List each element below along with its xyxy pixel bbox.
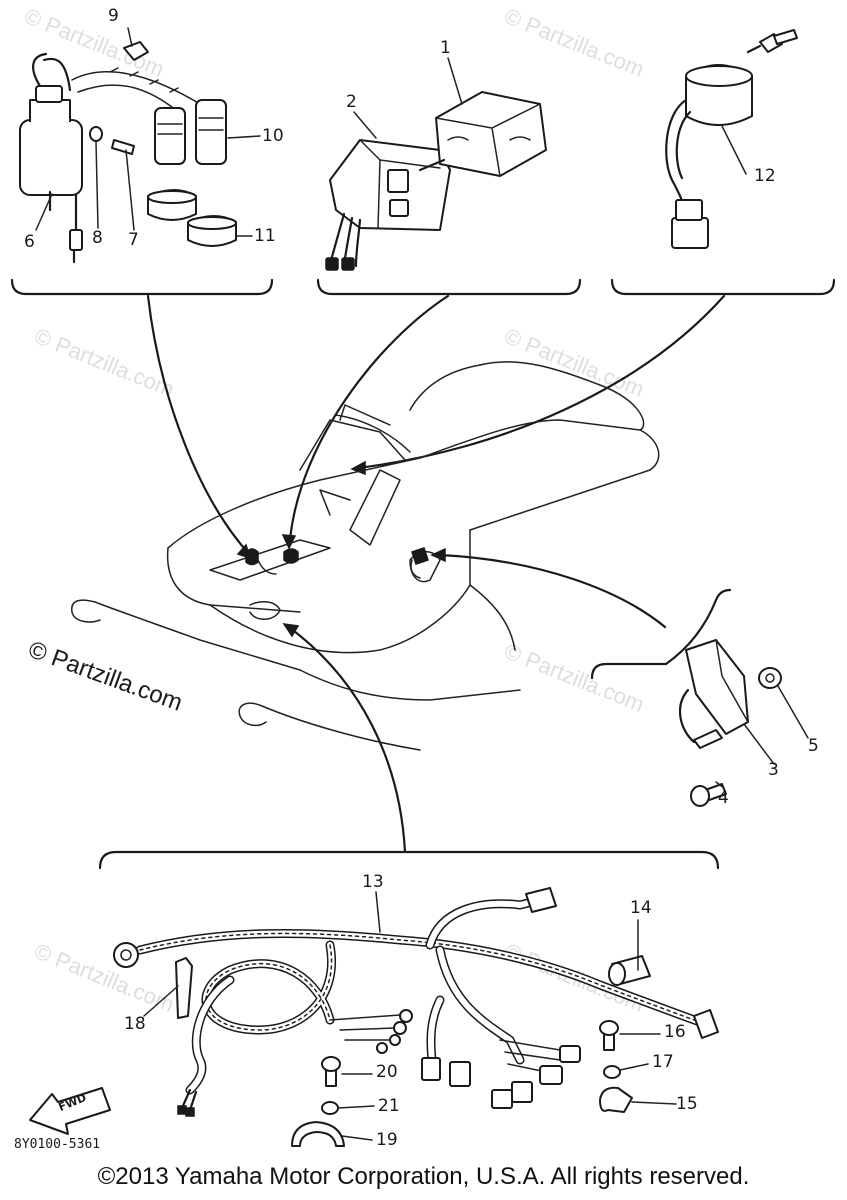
bolt-7	[111, 139, 135, 155]
bracket-cdi-unit	[316, 278, 582, 296]
cdi-unit-group	[325, 91, 547, 271]
harness-connector-right	[693, 1009, 719, 1039]
harness-connector-left	[113, 942, 139, 968]
part-number-8: 8	[92, 228, 103, 248]
bracket-wire-harness	[98, 850, 720, 870]
part-number-2: 2	[346, 92, 357, 112]
part-number-12: 12	[754, 166, 776, 186]
snowmobile-mounted-parts	[245, 547, 429, 579]
ignition-coil-group	[19, 41, 237, 264]
nut-21	[321, 1101, 339, 1115]
plug-cap-left	[154, 107, 186, 165]
leader-line-cdi	[288, 294, 450, 542]
part-number-5: 5	[808, 736, 819, 756]
leader-line-coil	[146, 294, 252, 557]
leader-line-harness	[288, 626, 407, 854]
part-number-14: 14	[630, 898, 652, 918]
main-switch-group	[665, 29, 798, 249]
part-number-10: 10	[262, 126, 284, 146]
clip-18	[175, 957, 193, 1019]
part-number-6: 6	[24, 232, 35, 252]
snowmobile-outline	[71, 361, 660, 751]
part-number-4: 4	[718, 788, 729, 808]
part-number-7: 7	[128, 230, 139, 250]
switch-connector	[671, 217, 709, 249]
plug-cap-10	[195, 99, 227, 165]
part-number-19: 19	[376, 1130, 398, 1150]
part-number-1: 1	[440, 38, 451, 58]
bracket-main-switch	[610, 278, 836, 296]
part-number-21: 21	[378, 1096, 400, 1116]
bracket-ignition-coil	[10, 278, 274, 296]
part-number-13: 13	[362, 872, 384, 892]
nut-8	[89, 126, 103, 142]
drawing-code: 8Y0100-5361	[14, 1137, 101, 1152]
part-number-3: 3	[768, 760, 779, 780]
wire-harness-group	[29, 887, 719, 1147]
plug-cap-9	[123, 41, 149, 61]
clamp-19	[291, 1121, 345, 1147]
copyright-notice: ©2013 Yamaha Motor Corporation, U.S.A. A…	[97, 1163, 750, 1190]
clamp-15	[599, 1086, 633, 1113]
nut-17	[603, 1065, 621, 1079]
rectifier-3	[685, 639, 749, 735]
part-number-11: 11	[254, 226, 276, 246]
callout-leaders	[35, 27, 809, 1141]
nut-5	[758, 667, 782, 689]
part-number-15: 15	[676, 1094, 698, 1114]
part-number-9: 9	[108, 6, 119, 26]
rectifier-group	[679, 639, 782, 807]
leader-line-rectifier	[438, 553, 667, 629]
harness-connector-top	[525, 887, 557, 913]
cdi-module-1	[435, 91, 547, 177]
part-number-17: 17	[652, 1052, 674, 1072]
part-number-16: 16	[664, 1022, 686, 1042]
bracket-rectifier	[590, 588, 732, 680]
part-number-18: 18	[124, 1014, 146, 1034]
part-number-20: 20	[376, 1062, 398, 1082]
ignition-coil-body	[19, 119, 83, 196]
fwd-arrow	[29, 1087, 111, 1135]
